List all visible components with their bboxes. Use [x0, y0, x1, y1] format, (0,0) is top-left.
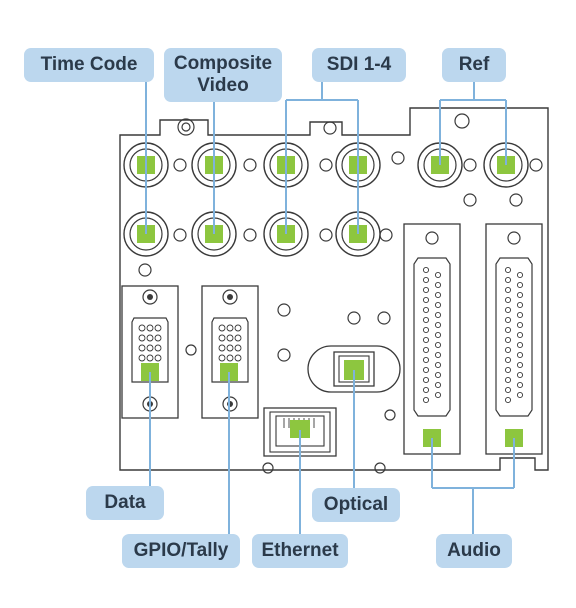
gpio-tally-connector [201, 285, 259, 419]
bnc-composite-1 [191, 142, 237, 188]
data-connector-pins [138, 324, 162, 362]
audio-2-pins [504, 266, 524, 404]
label-audio: Audio [436, 534, 512, 568]
label-ethernet: Ethernet [252, 534, 348, 568]
label-composite-video: Composite Video [164, 48, 282, 102]
label-optical: Optical [312, 488, 400, 522]
audio-connector-2 [485, 223, 543, 455]
label-time-code-text: Time Code [40, 54, 138, 75]
label-data: Data [86, 486, 164, 520]
label-data-text: Data [104, 492, 146, 513]
bnc-sdi-2 [263, 211, 309, 257]
label-sdi-text: SDI 1-4 [326, 54, 392, 75]
audio-connector-1 [403, 223, 461, 455]
audio-1-pins [422, 266, 442, 404]
label-audio-text: Audio [447, 540, 501, 561]
label-composite-line2: Video [197, 75, 249, 96]
label-gpio-tally: GPIO/Tally [122, 534, 240, 568]
label-ref: Ref [442, 48, 506, 82]
label-composite-line1: Composite [173, 53, 273, 74]
leader-lines [145, 82, 515, 534]
label-ref-text: Ref [458, 54, 490, 75]
label-optical-text: Optical [323, 494, 389, 515]
optical-connector [307, 345, 401, 393]
label-ethernet-text: Ethernet [261, 540, 339, 561]
label-sdi: SDI 1-4 [312, 48, 406, 82]
label-time-code: Time Code [24, 48, 154, 82]
label-gpio-tally-text: GPIO/Tally [133, 540, 229, 561]
gpio-connector-pins [218, 324, 242, 362]
